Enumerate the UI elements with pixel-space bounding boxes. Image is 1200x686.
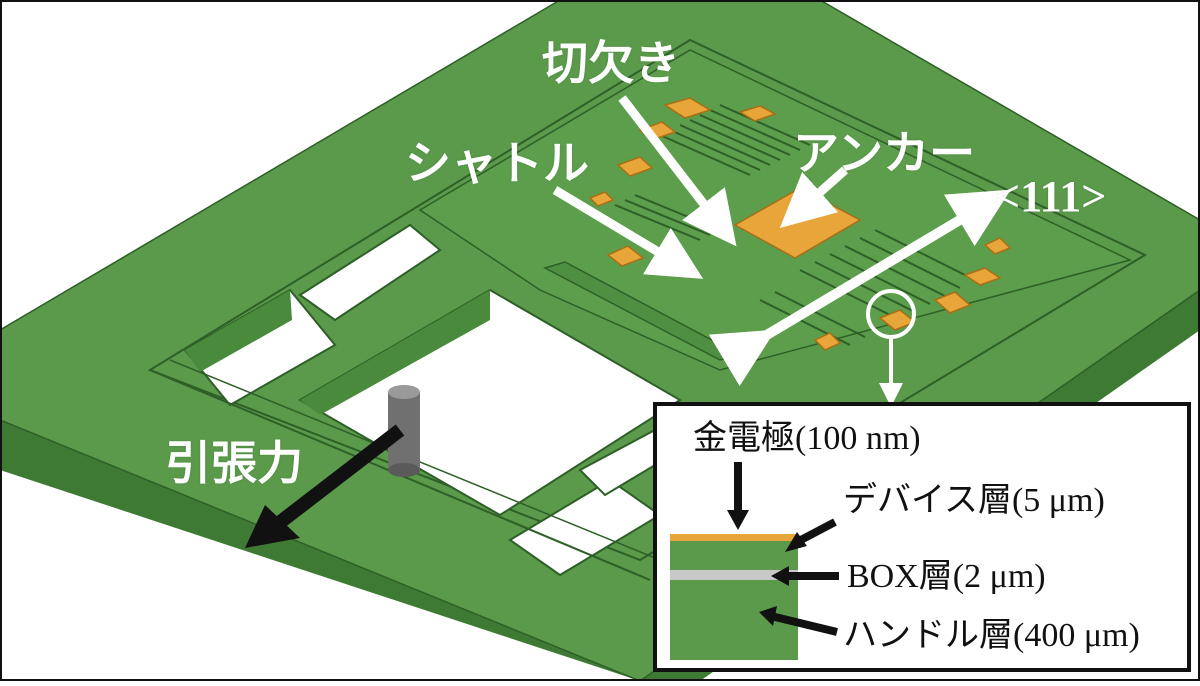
box-layer-rect <box>670 570 798 580</box>
handle-layer-arrow <box>770 612 838 636</box>
notch-arrow <box>618 95 737 247</box>
device-layer-arrow <box>795 518 837 546</box>
device-layer-label: デバイス層(5 μm) <box>843 482 1105 519</box>
gold-electrode-label: 金電極(100 nm) <box>693 420 921 457</box>
cross-section-inset: 金電極(100 nm) デバイス層(5 μm) BOX層(2 μm) ハンドル層… <box>653 402 1191 672</box>
cross-section-diagram <box>670 462 839 660</box>
gold-electrode-rect <box>670 534 798 541</box>
handle-layer-label: ハンドル層(400 μm) <box>843 617 1140 654</box>
handle-layer-arrowhead <box>759 606 777 626</box>
window-left-2-wall <box>185 290 292 372</box>
window-center-wall <box>300 290 490 415</box>
device-layer-arrowhead <box>785 532 807 552</box>
device-layer-rect <box>670 540 798 570</box>
crystal-direction-arrow <box>708 189 1011 387</box>
window-left-1 <box>298 223 442 322</box>
shuttle-label: シャトル <box>405 136 589 190</box>
tensile-force-label: 引張力 <box>165 436 303 490</box>
pin <box>388 385 420 477</box>
box-layer-arrowhead <box>771 566 789 586</box>
notch-label: 切欠き <box>542 36 680 90</box>
box-layer-label: BOX層(2 μm) <box>847 558 1046 595</box>
shuttle-arrow <box>552 186 704 279</box>
tensile-force-arrowhead <box>245 505 300 548</box>
anchor-label: アンカー <box>793 126 976 180</box>
gold-electrode-arrowhead <box>727 510 749 530</box>
crystal-direction-label: <111> <box>995 172 1107 221</box>
tensile-force-arrow <box>265 424 405 536</box>
